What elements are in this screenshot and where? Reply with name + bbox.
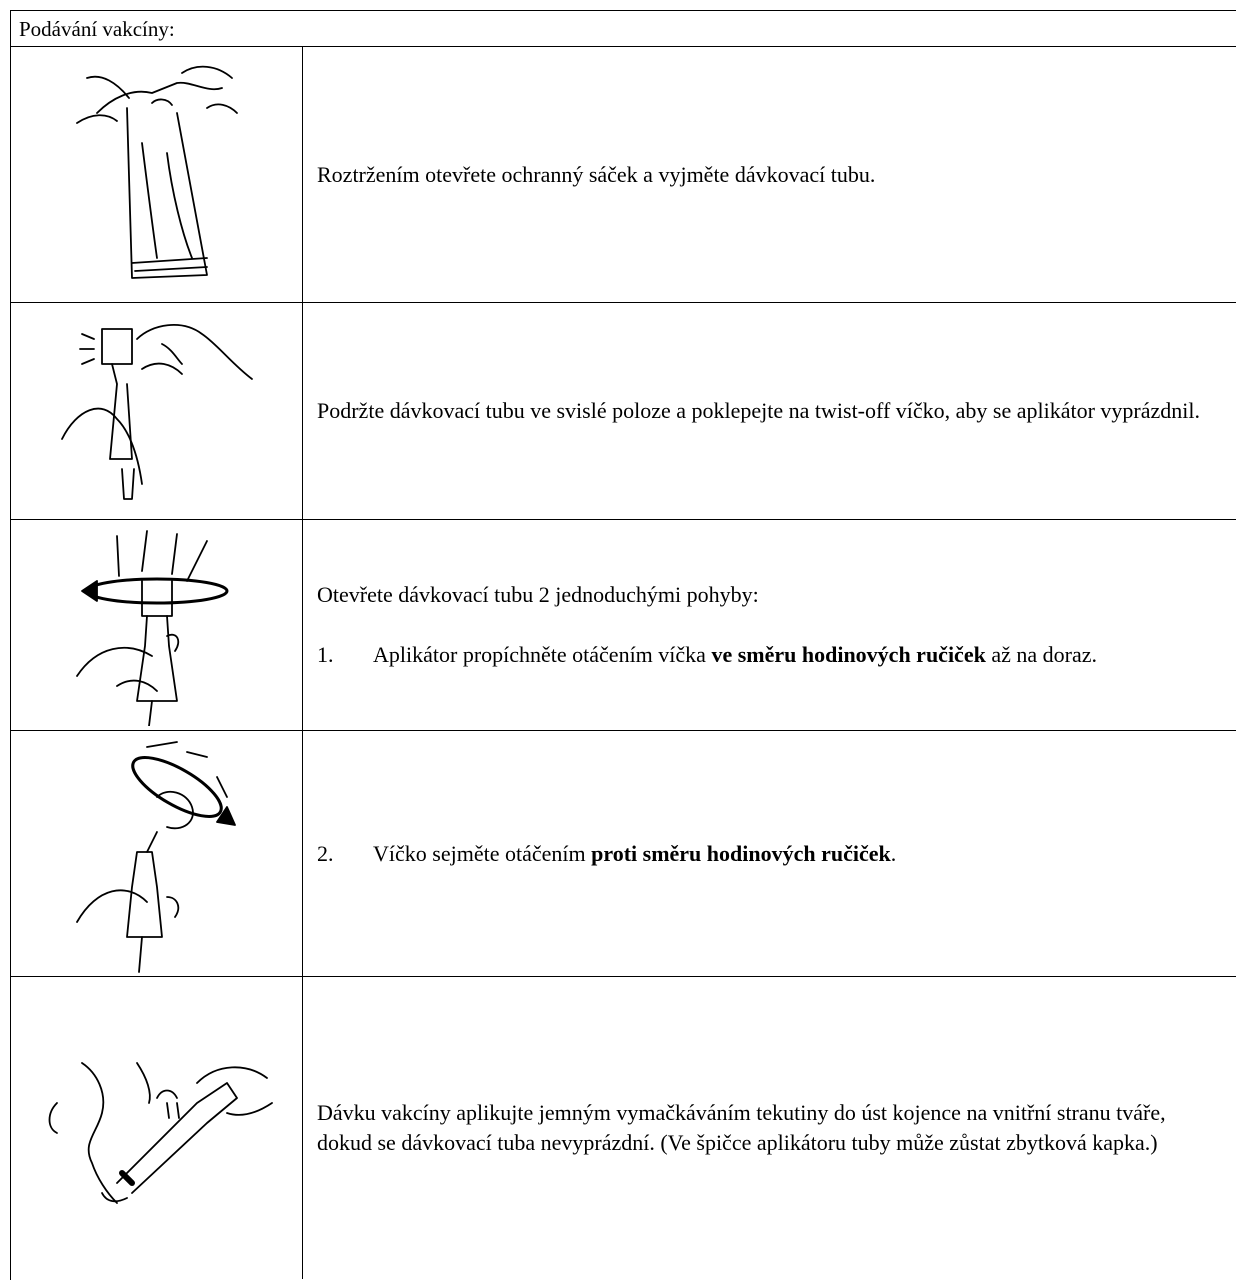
step-text: Víčko sejměte otáčením proti směru hodin…	[373, 840, 897, 866]
instruction-text: Dávku vakcíny aplikujte jemným vymačkává…	[317, 1100, 1166, 1155]
table-row: Podržte dávkovací tubu ve svislé poloze …	[11, 303, 1236, 520]
table-row: Otevřete dávkovací tubu 2 jednoduchými p…	[11, 520, 1236, 731]
instruction-text-cell: 2. Víčko sejměte otáčením proti směru ho…	[303, 731, 1236, 976]
image-cell	[11, 303, 303, 519]
tap-tube-icon	[60, 324, 253, 500]
table-row: 2. Víčko sejměte otáčením proti směru ho…	[11, 731, 1236, 977]
step-number: 2.	[317, 840, 334, 866]
instruction-text-cell: Otevřete dávkovací tubu 2 jednoduchými p…	[303, 520, 1236, 730]
table-row: Dávku vakcíny aplikujte jemným vymačkává…	[11, 977, 1236, 1279]
image-cell	[11, 731, 303, 976]
instruction-text: Roztržením otevřete ochranný sáček a vyj…	[317, 161, 876, 187]
image-cell	[11, 47, 303, 302]
instruction-text-cell: Dávku vakcíny aplikujte jemným vymačkává…	[303, 977, 1236, 1279]
step-item: 2. Víčko sejměte otáčením proti směru ho…	[317, 839, 1223, 869]
instruction-table: Podávání vakcíny: Roztržením otevřete oc…	[10, 10, 1236, 1280]
instruction-text-cell: Podržte dávkovací tubu ve svislé poloze …	[303, 303, 1236, 519]
step-text: Aplikátor propíchněte otáčením víčka ve …	[373, 642, 1097, 667]
step-item: 1. Aplikátor propíchněte otáčením víčka …	[317, 640, 1223, 670]
instruction-text: Podržte dávkovací tubu ve svislé poloze …	[317, 398, 1201, 423]
tear-pouch-icon	[75, 65, 238, 279]
image-cell	[11, 977, 303, 1279]
table-header: Podávání vakcíny:	[11, 11, 1236, 47]
image-cell	[11, 520, 303, 730]
table-row: Roztržením otevřete ochranný sáček a vyj…	[11, 47, 1236, 303]
instruction-text-cell: Roztržením otevřete ochranný sáček a vyj…	[303, 47, 1236, 302]
twist-clockwise-icon	[75, 530, 228, 726]
twist-counterclockwise-icon	[75, 741, 236, 973]
administer-mouth-icon	[48, 1062, 273, 1204]
step-number: 1.	[317, 642, 334, 667]
instruction-intro: Otevřete dávkovací tubu 2 jednoduchými p…	[317, 582, 759, 607]
